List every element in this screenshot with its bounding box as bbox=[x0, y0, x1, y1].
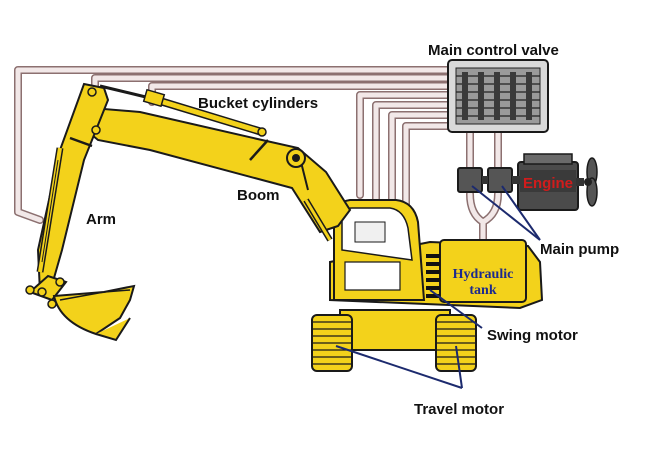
main-control-valve bbox=[447, 59, 549, 133]
arm bbox=[36, 82, 110, 293]
undercarriage bbox=[311, 309, 477, 372]
pointer-lines bbox=[335, 185, 541, 389]
main-pumps bbox=[457, 167, 520, 193]
upper-structure: Hydraulic tank bbox=[329, 199, 544, 310]
arm-label: Arm bbox=[86, 211, 116, 228]
boom bbox=[78, 106, 352, 242]
bucket bbox=[25, 274, 136, 342]
swing-motor-label: Swing motor bbox=[487, 327, 578, 344]
boom-label: Boom bbox=[237, 187, 280, 204]
swing-motor-grille bbox=[426, 254, 440, 298]
bucket-cylinder bbox=[99, 84, 267, 137]
main-pump-label: Main pump bbox=[540, 241, 619, 258]
engine: Engine bbox=[517, 153, 598, 211]
hydraulic-tank-label-line2: tank bbox=[469, 283, 496, 298]
hydraulic-tank-label-line1: Hydraulic bbox=[453, 267, 514, 282]
travel-motor-label: Travel motor bbox=[414, 401, 504, 418]
bucket-cylinders-label: Bucket cylinders bbox=[198, 95, 318, 112]
engine-label: Engine bbox=[523, 175, 573, 192]
main-control-valve-label: Main control valve bbox=[428, 42, 559, 59]
